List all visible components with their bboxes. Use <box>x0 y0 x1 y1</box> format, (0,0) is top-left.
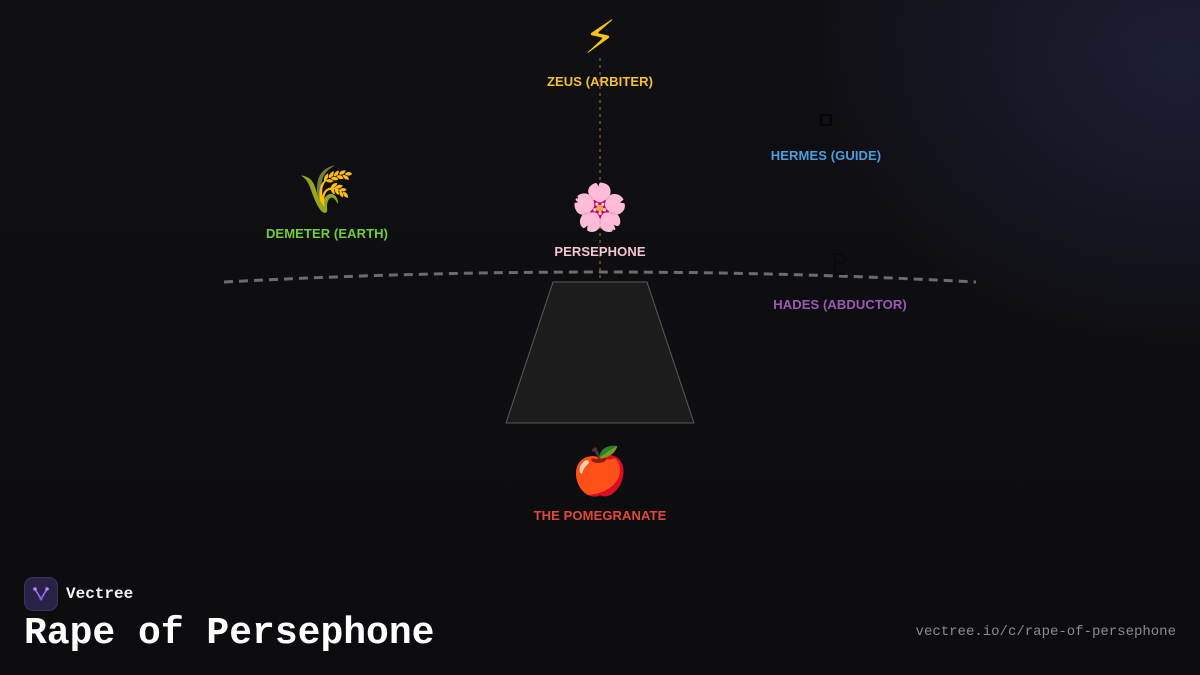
brand[interactable]: Vectree <box>24 577 133 611</box>
square-icon <box>820 114 832 126</box>
hermes-node: HERMES (GUIDE) <box>771 114 881 163</box>
hades-node: ♇ HADES (ABDUCTOR) <box>773 248 907 313</box>
demeter-node: 🌾 DEMETER (EARTH) <box>266 164 388 241</box>
apple-icon: 🍎 <box>571 444 629 498</box>
pomegranate-node: 🍎 THE POMEGRANATE <box>534 446 667 523</box>
demeter-label: DEMETER (EARTH) <box>265 226 389 241</box>
underworld-trapezoid <box>505 281 695 424</box>
pomegranate-label: THE POMEGRANATE <box>533 508 667 523</box>
flower-icon: 🌸 <box>571 180 629 234</box>
persephone-node: 🌸 PERSEPHONE <box>554 182 645 259</box>
hermes-label: HERMES (GUIDE) <box>770 148 882 163</box>
hades-label: HADES (ABDUCTOR) <box>773 297 907 312</box>
zeus-node: ⚡ ZEUS (ARBITER) <box>547 12 653 89</box>
persephone-label: PERSEPHONE <box>554 244 646 259</box>
wheat-icon: 🌾 <box>298 162 356 216</box>
vectree-logo-icon <box>24 577 58 611</box>
earth-underworld-boundary <box>223 270 977 284</box>
zeus-label: ZEUS (ARBITER) <box>546 74 654 89</box>
page-url-link[interactable]: vectree.io/c/rape-of-persephone <box>915 624 1176 640</box>
page-title: Rape of Persephone <box>24 612 435 655</box>
lightning-icon: ⚡ <box>583 10 617 64</box>
brand-name: Vectree <box>66 585 134 603</box>
pluto-symbol-icon: ♇ <box>826 248 854 283</box>
